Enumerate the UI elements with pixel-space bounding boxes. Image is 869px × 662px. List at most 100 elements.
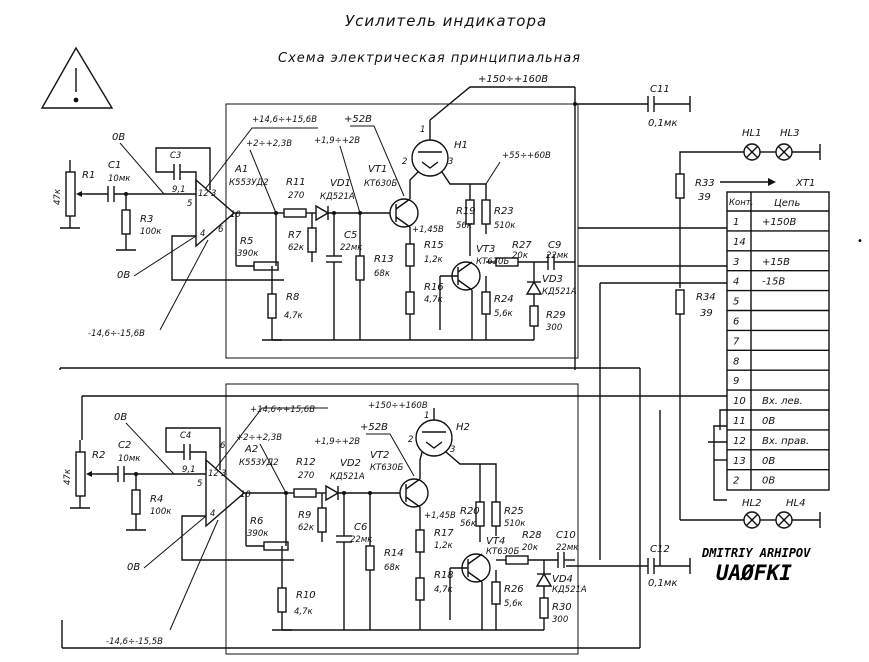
- a2-vneg: -14,6÷-15,5В: [106, 637, 163, 647]
- h2-indicator-tube: [415, 419, 453, 457]
- c12-val: 0,1мк: [648, 578, 678, 589]
- c5-ref: C5: [344, 230, 357, 241]
- vd2-val: КД521А: [330, 472, 365, 482]
- vd2-ref: VD2: [340, 458, 361, 469]
- a1-vout: +2÷+2,3В: [246, 139, 292, 149]
- r16-val: 4,7к: [424, 295, 444, 305]
- vd2-voltage: +1,9÷+2В: [314, 437, 360, 447]
- c10-ref: C10: [556, 530, 576, 541]
- a1-vneg: -14,6÷-15,6В: [88, 329, 145, 339]
- vt2-v52: +52В: [360, 422, 388, 433]
- xt1-pin: 13: [733, 456, 746, 467]
- a2-pin4: 4: [210, 509, 215, 519]
- supply-rail-top: +150÷+160В: [429, 74, 691, 370]
- xt1-pin: 3: [733, 257, 739, 268]
- r27-val: 20к: [512, 251, 529, 261]
- xt1-header-name: Цепь: [774, 198, 800, 209]
- a2-vpos: +14,6÷+15,6В: [250, 405, 315, 415]
- xt1-pin: 14: [733, 237, 746, 248]
- h2-rail-label: +150÷+160В: [368, 401, 428, 411]
- xt1-pin: 4: [733, 277, 739, 288]
- r2-val: 47к: [63, 468, 73, 485]
- r16-ref: R16: [424, 282, 444, 293]
- r29-val: 300: [546, 323, 562, 333]
- xt1-circuit: +150В: [762, 217, 796, 228]
- a2-vout: +2÷+2,3В: [236, 433, 282, 443]
- c9-val: 22мк: [546, 251, 569, 261]
- r23-val: 510к: [494, 221, 516, 231]
- vt1-v52: +52В: [344, 114, 372, 125]
- lamps-bottom: R34 39 HL2 HL4: [675, 289, 821, 529]
- opamp-a1: [195, 178, 236, 248]
- schematic-subtitle: Схема электрическая принципиальная: [278, 51, 581, 66]
- r3-val: 100к: [140, 227, 162, 237]
- warning-triangle-icon: [40, 46, 114, 109]
- c11-val: 0,1мк: [648, 118, 678, 129]
- r33-val: 39: [698, 192, 711, 203]
- a1-pin6: 6: [218, 225, 224, 235]
- r29-ref: R29: [546, 310, 566, 321]
- r4-ref: R4: [150, 494, 163, 505]
- r10-ref: R10: [296, 590, 316, 601]
- c3-val: 9,1: [172, 185, 186, 195]
- xt1-pin: 9: [733, 376, 739, 387]
- a1-pin4: 4: [200, 229, 205, 239]
- r15-ref: R15: [424, 240, 444, 251]
- xt1-pin: 8: [733, 356, 739, 367]
- connector-xt1: XT1 Конт. Цепь 1+150В143+15В4-15В5678910…: [708, 178, 830, 501]
- a1-pin5: 5: [187, 199, 192, 209]
- vt4-val: КТ630Б: [486, 547, 519, 557]
- xt1-pin: 12: [733, 436, 746, 447]
- vd3-val: КД521А: [542, 287, 577, 297]
- hl4-ref: HL4: [786, 498, 805, 509]
- r18-val: 4,7к: [434, 585, 454, 595]
- c2-val: 10мк: [118, 454, 141, 464]
- h2-pin2: 2: [408, 435, 413, 445]
- vt2-transistor: [399, 478, 429, 508]
- channel-1: R1 47к C1 10мк 0В R3 100к C3 9,1 5 12 3 …: [53, 114, 577, 341]
- h2-pin3: 3: [450, 445, 455, 455]
- xt1-circuit: 0В: [762, 416, 775, 427]
- zero-fb-label-2: 0В: [127, 562, 140, 573]
- r34-ref: R34: [696, 292, 716, 303]
- vt2-ref: VT2: [370, 450, 389, 461]
- r12-val: 270: [298, 471, 314, 481]
- vd1-ref: VD1: [330, 178, 351, 189]
- c6-val: 22мк: [350, 535, 373, 545]
- r1-pot: [65, 171, 76, 217]
- zero-fb-label: 0В: [117, 270, 130, 281]
- h1-pin2: 2: [402, 157, 407, 167]
- top-rail-label: +150÷+160В: [478, 74, 548, 85]
- a2-val: К553УД2: [239, 458, 279, 468]
- v55-label: +55÷+60В: [502, 151, 551, 161]
- xt1-pin: 10: [733, 396, 746, 407]
- r6-val: 390к: [247, 529, 269, 539]
- r30-ref: R30: [552, 602, 572, 613]
- xt1-pin: 1: [733, 217, 739, 228]
- vd4-val: КД521А: [552, 585, 587, 595]
- xt1-circuit: -15В: [762, 277, 785, 288]
- hl1-ref: HL1: [742, 128, 761, 139]
- r17-val: 1,2к: [434, 541, 454, 551]
- r10-val: 4,7к: [294, 607, 314, 617]
- schematic-title: Усилитель индикатора: [345, 12, 547, 30]
- lamps-top: HL1 HL3 R33 39: [675, 128, 821, 288]
- r2-ref: R2: [92, 450, 105, 461]
- r11-val: 270: [288, 191, 304, 201]
- vd4-ref: VD4: [552, 574, 573, 585]
- vt3-ref: VT3: [476, 244, 495, 255]
- signature-callsign: UAØFKI: [716, 561, 792, 585]
- xt1-header-pin: Конт.: [729, 198, 753, 208]
- r9-val: 62к: [298, 523, 315, 533]
- r30-val: 300: [552, 615, 568, 625]
- r14-val: 68к: [384, 563, 401, 573]
- r20-val: 56к: [460, 519, 477, 529]
- zero-in-label: 0В: [112, 132, 125, 143]
- r27-ref: R27: [512, 240, 532, 251]
- zero-in-label-2: 0В: [114, 412, 127, 423]
- a1-vpos: +14,6÷+15,6В: [252, 115, 317, 125]
- hl2-ref: HL2: [742, 498, 761, 509]
- c1-ref: C1: [108, 160, 121, 171]
- h2-pin1: 1: [424, 411, 429, 421]
